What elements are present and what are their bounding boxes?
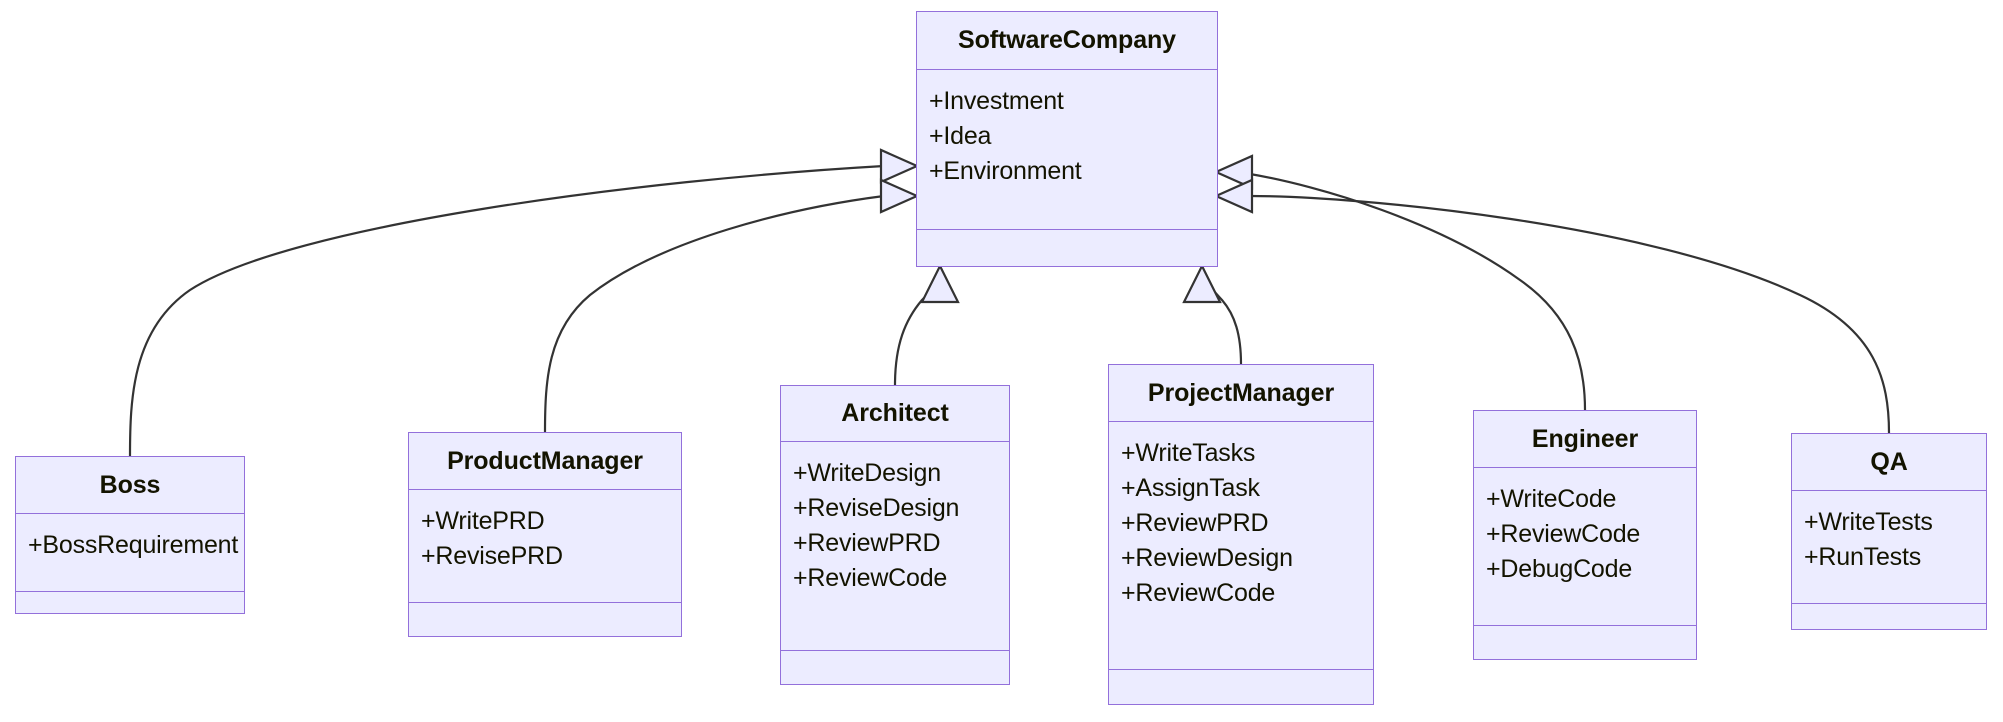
arrowhead-inheritance-engineer bbox=[1213, 154, 1254, 190]
class-attribute: +ReviewCode bbox=[793, 564, 948, 592]
class-methods-qa bbox=[1792, 604, 1986, 629]
class-title-projectmanager: ProjectManager bbox=[1109, 365, 1373, 422]
class-attribute: +WriteTests bbox=[1804, 508, 1933, 536]
class-attribute: +AssignTask bbox=[1121, 474, 1260, 502]
class-name-text: QA bbox=[1870, 447, 1908, 476]
edge-boss-to-softwarecompany bbox=[128, 164, 886, 458]
class-attribute: +ReviewPRD bbox=[1121, 509, 1269, 537]
class-title-productmanager: ProductManager bbox=[409, 433, 681, 490]
class-attribute: +WriteCode bbox=[1486, 485, 1617, 513]
arrowhead-inheritance-architect bbox=[920, 263, 960, 304]
class-attribute: +ReviewCode bbox=[1121, 579, 1276, 607]
class-node-softwarecompany[interactable]: SoftwareCompany +Investment +Idea +Envir… bbox=[916, 11, 1218, 267]
class-attribute: +ReviewCode bbox=[1486, 520, 1641, 548]
class-title-qa: QA bbox=[1792, 434, 1986, 491]
class-attribute: +BossRequirement bbox=[28, 531, 239, 559]
class-node-projectmanager[interactable]: ProjectManager +WriteTasks +AssignTask +… bbox=[1108, 364, 1374, 705]
edge-architect-to-softwarecompany bbox=[893, 266, 942, 387]
arrowhead-inheritance-productmanager bbox=[879, 178, 920, 214]
class-name-text: Engineer bbox=[1531, 424, 1639, 453]
class-name-text: ProductManager bbox=[447, 446, 643, 475]
class-methods-boss bbox=[16, 592, 244, 613]
class-name-text: ProjectManager bbox=[1147, 378, 1335, 407]
class-attributes-softwarecompany: +Investment +Idea +Environment bbox=[917, 70, 1217, 230]
edge-projectmanager-to-softwarecompany bbox=[1200, 266, 1243, 366]
arrowhead-inheritance-qa bbox=[1213, 178, 1254, 214]
class-attributes-engineer: +WriteCode +ReviewCode +DebugCode bbox=[1474, 468, 1696, 626]
class-title-boss: Boss bbox=[16, 457, 244, 514]
class-node-boss[interactable]: Boss +BossRequirement bbox=[15, 456, 245, 614]
class-attribute: +Investment bbox=[929, 87, 1064, 115]
class-node-qa[interactable]: QA +WriteTests +RunTests bbox=[1791, 433, 1987, 630]
class-attribute: +DebugCode bbox=[1486, 555, 1633, 583]
class-attribute: +ReviseDesign bbox=[793, 494, 960, 522]
class-node-architect[interactable]: Architect +WriteDesign +ReviseDesign +Re… bbox=[780, 385, 1010, 685]
class-attributes-boss: +BossRequirement bbox=[16, 514, 244, 592]
class-attribute: +Idea bbox=[929, 122, 992, 150]
class-attributes-productmanager: +WritePRD +RevisePRD bbox=[409, 490, 681, 603]
class-name-text: Architect bbox=[841, 399, 949, 427]
class-name-text: Boss bbox=[99, 470, 161, 499]
class-title-architect: Architect bbox=[781, 386, 1009, 442]
class-attribute: +RevisePRD bbox=[421, 542, 563, 570]
class-attribute: +ReviewDesign bbox=[1121, 544, 1293, 572]
class-title-engineer: Engineer bbox=[1474, 411, 1696, 468]
class-attribute: +ReviewPRD bbox=[793, 529, 941, 557]
class-attributes-projectmanager: +WriteTasks +AssignTask +ReviewPRD +Revi… bbox=[1109, 422, 1373, 670]
class-methods-projectmanager bbox=[1109, 670, 1373, 704]
arrowhead-inheritance-boss bbox=[879, 148, 920, 184]
class-title-softwarecompany: SoftwareCompany bbox=[917, 12, 1217, 70]
class-attribute: +WriteDesign bbox=[793, 459, 941, 487]
class-attribute: +Environment bbox=[929, 157, 1082, 185]
class-methods-productmanager bbox=[409, 603, 681, 636]
class-methods-softwarecompany bbox=[917, 230, 1217, 266]
class-methods-engineer bbox=[1474, 626, 1696, 659]
class-attribute: +WritePRD bbox=[421, 507, 545, 535]
class-node-productmanager[interactable]: ProductManager +WritePRD +RevisePRD bbox=[408, 432, 682, 637]
class-methods-architect bbox=[781, 651, 1009, 684]
arrowhead-inheritance-projectmanager bbox=[1182, 263, 1222, 304]
class-attributes-qa: +WriteTests +RunTests bbox=[1792, 491, 1986, 604]
class-attributes-architect: +WriteDesign +ReviseDesign +ReviewPRD +R… bbox=[781, 442, 1009, 651]
class-attribute: +WriteTasks bbox=[1121, 439, 1256, 467]
class-name-text: SoftwareCompany bbox=[958, 26, 1176, 54]
class-attribute: +RunTests bbox=[1804, 543, 1922, 571]
class-node-engineer[interactable]: Engineer +WriteCode +ReviewCode +DebugCo… bbox=[1473, 410, 1697, 660]
